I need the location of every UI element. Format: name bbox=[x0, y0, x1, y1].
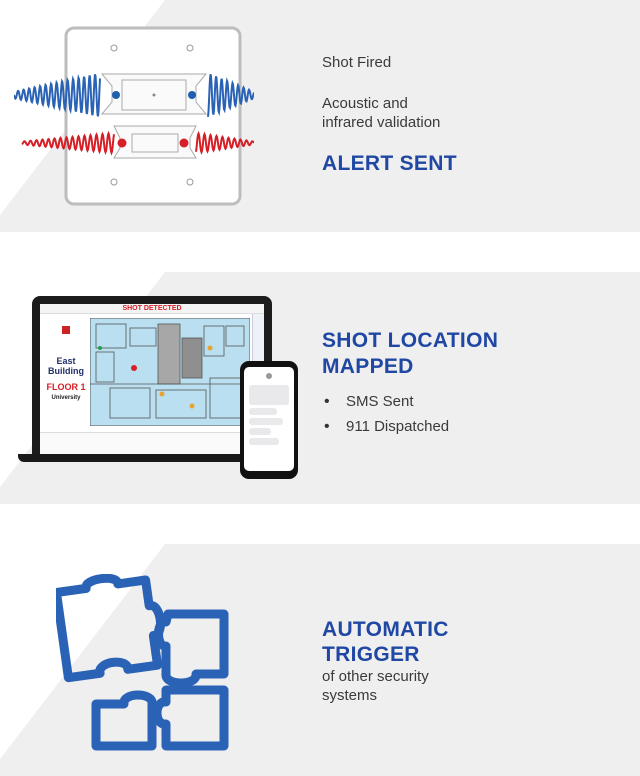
laptop-screen: SHOT DETECTED East Building FLOOR 1 Univ… bbox=[40, 304, 264, 454]
trigger-heading-line1: AUTOMATIC bbox=[322, 618, 449, 641]
shot-fired-label: Shot Fired bbox=[322, 54, 392, 71]
alert-banner: SHOT DETECTED bbox=[40, 304, 264, 314]
trigger-sub-line2: systems bbox=[322, 687, 378, 704]
floor-label: FLOOR 1 bbox=[46, 382, 86, 392]
bullet-sms: SMS Sent bbox=[322, 389, 449, 414]
alert-sent-heading: ALERT SENT bbox=[322, 152, 457, 175]
notification-list: SMS Sent 911 Dispatched bbox=[322, 389, 449, 439]
sensor-device-icon bbox=[14, 26, 254, 206]
trigger-heading-line2: TRIGGER bbox=[322, 643, 420, 666]
building-label: East bbox=[56, 356, 76, 366]
phone-sms-icon bbox=[240, 361, 298, 479]
location-heading-line2: MAPPED bbox=[322, 355, 414, 378]
floorplan-map bbox=[90, 318, 250, 426]
trigger-sub-line1: of other security bbox=[322, 668, 429, 685]
org-label: University bbox=[51, 395, 81, 401]
bullet-911: 911 Dispatched bbox=[322, 414, 449, 439]
laptop-floorplan-icon: SHOT DETECTED East Building FLOOR 1 Univ… bbox=[18, 296, 298, 468]
validation-line2: infrared validation bbox=[322, 114, 441, 131]
section-shot-fired: Shot Fired Acoustic and infrared validat… bbox=[0, 0, 640, 232]
building-label-2: Building bbox=[48, 366, 84, 376]
section-automatic-trigger: AUTOMATIC TRIGGER of other security syst… bbox=[0, 544, 640, 776]
location-heading-line1: SHOT LOCATION bbox=[322, 329, 499, 352]
puzzle-icon bbox=[56, 574, 229, 751]
section-location-mapped: SHOT DETECTED East Building FLOOR 1 Univ… bbox=[0, 272, 640, 504]
validation-line1: Acoustic and bbox=[322, 95, 408, 112]
